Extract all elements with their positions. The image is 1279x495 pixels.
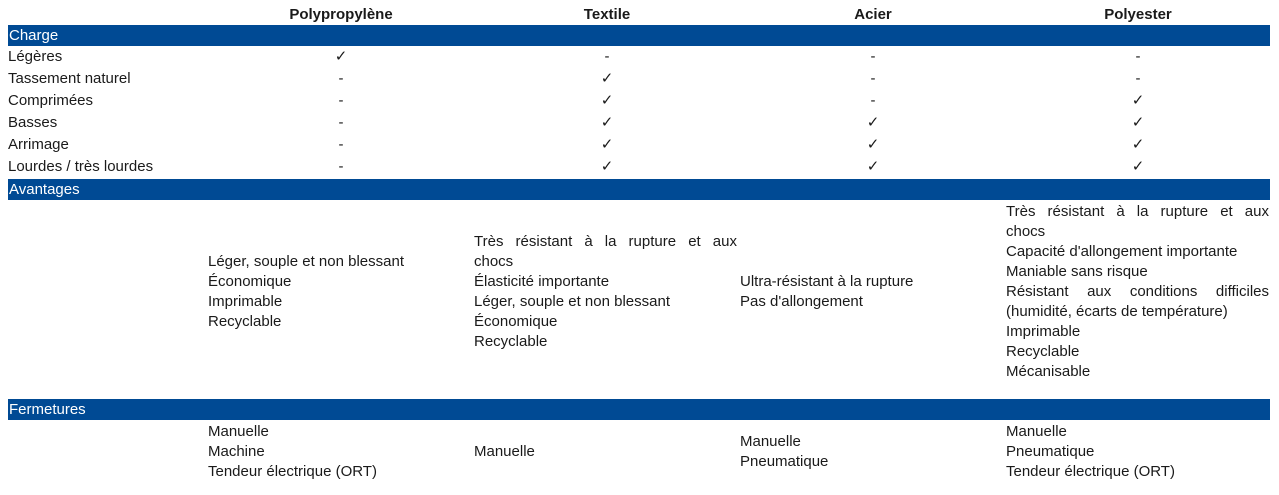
fermetures-polypropylene: Manuelle Machine Tendeur électrique (ORT… [208,422,377,482]
section-band-avantages: Avantages [8,179,1270,200]
avantage-item: Très résistant à la rupture et aux [1006,203,1269,220]
fermeture-item: Pneumatique [1006,443,1095,460]
avantage-item: Recyclable [474,333,548,350]
avantages-textile: Très résistant à la rupture et aux chocs… [474,232,737,352]
cell-textile: - [604,48,610,65]
col-header-textile: Textile [583,6,631,23]
fermeture-item: Manuelle [208,423,269,440]
avantage-item: Recyclable [208,313,282,330]
cell-polyester: ✓ [1131,158,1145,175]
avantage-item: Élasticité importante [474,273,610,290]
cell-acier: - [870,92,876,109]
avantage-item: Très résistant à la rupture et aux [474,233,737,250]
charge-rows: Légères ✓ - - - Tassement naturel - ✓ - … [8,46,1270,178]
row-label: Légères [8,48,63,65]
cell-polypropylene: - [338,136,344,153]
fermeture-item: Pneumatique [740,453,829,470]
cell-acier: ✓ [866,114,880,131]
avantages-polyester: Très résistant à la rupture et aux chocs… [1006,202,1269,382]
avantage-item: Léger, souple et non blessant [208,253,404,270]
col-header-polyester: Polyester [1104,6,1172,23]
cell-textile: ✓ [600,70,614,87]
row-label: Basses [8,114,58,131]
cell-textile: ✓ [600,136,614,153]
row-label: Lourdes / très lourdes [8,158,154,175]
avantage-item: Ultra-résistant à la rupture [740,273,914,290]
cell-textile: ✓ [600,92,614,109]
avantage-item: Économique [208,273,292,290]
avantage-item: Mécanisable [1006,363,1091,380]
cell-polypropylene: - [338,70,344,87]
fermetures-textile: Manuelle [474,442,535,462]
cell-polyester: ✓ [1131,92,1145,109]
avantages-polypropylene: Léger, souple et non blessant Économique… [208,252,404,332]
fermeture-item: Tendeur électrique (ORT) [208,463,377,480]
col-header-acier: Acier [854,6,892,23]
fermeture-item: Manuelle [740,433,801,450]
avantage-item: Pas d'allongement [740,293,863,310]
cell-acier: - [870,70,876,87]
cell-acier: ✓ [866,158,880,175]
cell-polypropylene: ✓ [334,48,348,65]
cell-polyester: ✓ [1131,114,1145,131]
avantage-item: Recyclable [1006,343,1080,360]
avantage-item: Économique [474,313,558,330]
fermetures-polyester: Manuelle Pneumatique Tendeur électrique … [1006,422,1175,482]
cell-acier: ✓ [866,136,880,153]
fermeture-item: Machine [208,443,265,460]
fermeture-item: Manuelle [474,443,535,460]
column-headers: Polypropylène Textile Acier Polyester [8,4,1270,26]
row-label: Tassement naturel [8,70,131,87]
cell-polypropylene: - [338,92,344,109]
avantage-item: Imprimable [208,293,283,310]
avantage-item: chocs [474,253,514,270]
avantage-item: chocs [1006,223,1046,240]
cell-polypropylene: - [338,114,344,131]
col-header-polypropylene: Polypropylène [289,6,393,23]
avantage-item: Capacité d'allongement importante [1006,243,1238,260]
row-label: Comprimées [8,92,94,109]
fermeture-item: Manuelle [1006,423,1067,440]
avantage-item: Léger, souple et non blessant [474,293,670,310]
cell-acier: - [870,48,876,65]
avantage-item: (humidité, écarts de température) [1006,303,1228,320]
avantage-item: Maniable sans risque [1006,263,1148,280]
avantage-item: Résistant aux conditions difficiles [1006,283,1269,300]
avantage-item: Imprimable [1006,323,1081,340]
row-label-spacer [8,4,208,26]
cell-polyester: - [1135,70,1141,87]
cell-polyester: ✓ [1131,136,1145,153]
section-band-charge: Charge [8,25,1270,46]
fermeture-item: Tendeur électrique (ORT) [1006,463,1175,480]
fermetures-acier: Manuelle Pneumatique [740,432,828,472]
cell-textile: ✓ [600,158,614,175]
row-label: Arrimage [8,136,69,153]
avantages-acier: Ultra-résistant à la rupture Pas d'allon… [740,272,913,312]
cell-polypropylene: - [338,158,344,175]
cell-textile: ✓ [600,114,614,131]
section-band-fermetures: Fermetures [8,399,1270,420]
cell-polyester: - [1135,48,1141,65]
